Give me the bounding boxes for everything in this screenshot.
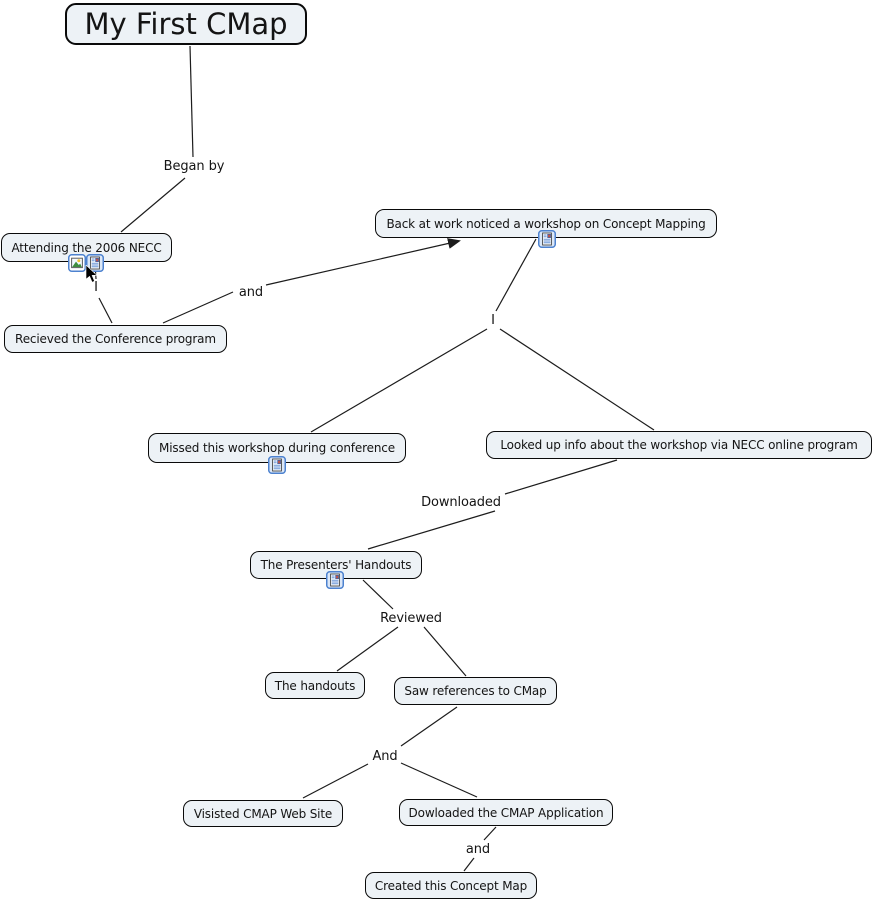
line-and1-to-backatwork-arrow (265, 238, 461, 286)
concept-node-root[interactable]: My First CMap (65, 3, 307, 45)
document-resource-icon[interactable] (538, 230, 556, 248)
linking-phrase-downloaded[interactable]: Downloaded (421, 495, 501, 510)
line-and2-to-dowloaded (400, 762, 478, 798)
linking-phrase-and-1[interactable]: and (238, 285, 264, 300)
linking-phrase-i-1[interactable]: I (94, 280, 98, 295)
document-resource-icon[interactable] (86, 254, 104, 272)
linking-phrase-i-2[interactable]: I (491, 313, 495, 328)
linking-phrase-reviewed[interactable]: Reviewed (380, 611, 442, 626)
line-backatwork-to-i2 (495, 238, 537, 312)
concept-node-dowloaded-application[interactable]: Dowloaded the CMAP Application (399, 799, 613, 826)
linking-phrase-and-3[interactable]: and (465, 842, 491, 857)
line-sawref-to-and2 (400, 706, 458, 747)
concept-node-created-map[interactable]: Created this Concept Map (365, 872, 537, 899)
line-reviewed-to-sawref (423, 626, 467, 677)
line-and3-to-created (463, 857, 475, 872)
image-resource-icon[interactable] (68, 254, 86, 272)
line-recieved-to-and1 (162, 291, 234, 324)
line-downloaded-to-presenters (367, 510, 496, 550)
concept-node-looked-up-info[interactable]: Looked up info about the workshop via NE… (486, 431, 872, 459)
line-dowloaded-to-and3 (483, 826, 497, 841)
line-lookedup-to-downloaded (504, 459, 618, 495)
concept-node-saw-references[interactable]: Saw references to CMap (394, 677, 557, 705)
line-i2-to-missed (310, 328, 488, 433)
linking-phrase-began-by[interactable]: Began by (163, 159, 225, 174)
concept-node-visited-website[interactable]: Visisted CMAP Web Site (183, 800, 343, 827)
linking-phrase-and-2[interactable]: And (372, 749, 398, 764)
mouse-cursor-icon (85, 264, 99, 288)
line-i2-to-lookedup (499, 328, 655, 431)
line-presenters-to-reviewed (362, 579, 394, 610)
document-resource-icon[interactable] (326, 571, 344, 589)
concept-node-the-handouts[interactable]: The handouts (265, 672, 365, 699)
document-resource-icon[interactable] (268, 456, 286, 474)
line-i1-to-recieved (98, 297, 113, 324)
line-root-to-beganby (189, 45, 194, 158)
concept-node-recieved-program[interactable]: Recieved the Conference program (4, 325, 227, 353)
line-reviewed-to-handouts (336, 626, 399, 672)
line-and2-to-visited (302, 763, 369, 799)
line-beganby-to-attending (120, 177, 186, 233)
